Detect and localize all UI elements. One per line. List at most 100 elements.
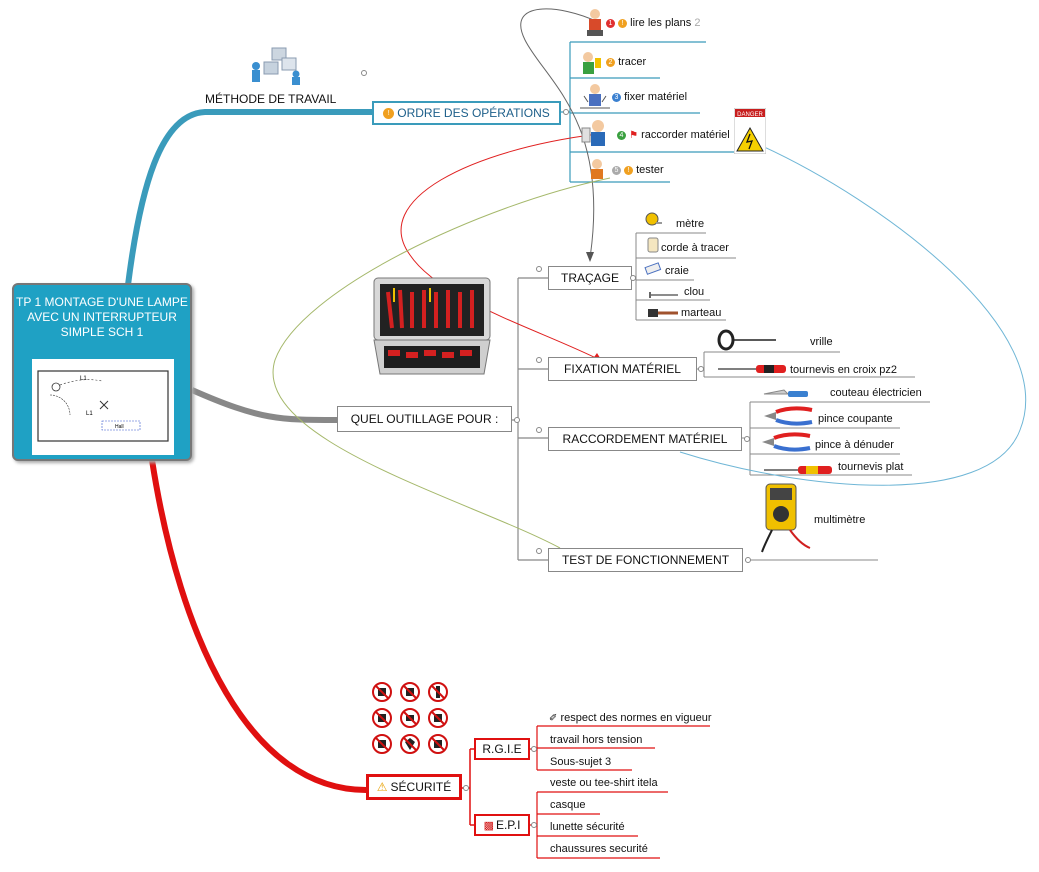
collapse-toggle-epi[interactable]	[531, 822, 537, 828]
rgie-item-hors-tension[interactable]: travail hors tension	[550, 734, 643, 746]
worker-testing-icon	[582, 157, 612, 181]
priority-icon: !	[624, 165, 634, 175]
number-2-icon: 2	[606, 57, 615, 67]
tool-marteau[interactable]: marteau	[681, 307, 722, 319]
collapse-toggle-ordre[interactable]	[563, 109, 569, 115]
fixation-node[interactable]: FIXATION MATÉRIEL	[548, 357, 697, 381]
plan-label-l1-left: L1	[86, 411, 93, 417]
step-suffix: 2	[694, 17, 701, 29]
pen-icon: ✐	[549, 713, 558, 724]
tool-vrille[interactable]: vrille	[810, 336, 833, 348]
tool-metre[interactable]: mètre	[676, 218, 705, 230]
nail-icon	[648, 286, 680, 298]
chalk-line-icon	[646, 236, 660, 254]
epi-item-casque[interactable]: casque	[550, 799, 586, 811]
floor-plan-drawing: L1 L1 Hall	[37, 370, 169, 442]
worker-reading-plans-icon	[584, 8, 606, 38]
rgie-item-label: respect des normes en vigueur	[560, 712, 712, 724]
tool-tournevis-croix[interactable]: tournevis en croix pz2	[790, 364, 897, 376]
tool-clou[interactable]: clou	[684, 286, 705, 298]
priority-icon: !	[383, 107, 395, 119]
securite-node[interactable]: ⚠ SÉCURITÉ	[366, 774, 462, 800]
collapse-toggle-methode[interactable]	[361, 70, 367, 76]
flat-screwdriver-icon	[762, 462, 834, 474]
wire-cutter-icon	[762, 406, 814, 426]
collapse-toggle-raccordement[interactable]	[744, 436, 750, 442]
tape-measure-icon	[644, 211, 662, 227]
red-flag-icon: ⚑	[629, 130, 639, 141]
plan-label-l1-top: L1	[80, 376, 87, 382]
tool-multimetre[interactable]: multimètre	[814, 514, 866, 526]
teamwork-puzzle-icon	[246, 44, 304, 86]
collapse-toggle-tracage[interactable]	[630, 275, 636, 281]
number-1-icon: 1	[606, 18, 615, 28]
number-3-icon: 3	[612, 92, 621, 102]
tool-tournevis-plat[interactable]: tournevis plat	[838, 461, 904, 473]
epi-node[interactable]: ▩ E.P.I	[474, 814, 530, 836]
tracage-node[interactable]: TRAÇAGE	[548, 266, 632, 290]
tool-couteau[interactable]: couteau électricien	[830, 387, 922, 399]
danger-sign-label: DANGER	[737, 112, 763, 118]
collapse-toggle-fixation[interactable]	[698, 366, 704, 372]
electrician-knife-icon	[762, 386, 810, 398]
collapse-toggle-rgie[interactable]	[531, 746, 537, 752]
collapse-toggle-tracage-left[interactable]	[536, 266, 542, 272]
ordre-operations-node[interactable]: ! ORDRE DES OPÉRATIONS	[372, 101, 561, 125]
step-tester[interactable]: 5 ! tester	[612, 163, 664, 177]
worker-wiring-icon	[580, 118, 616, 150]
securite-label: SÉCURITÉ	[390, 780, 452, 794]
ordre-operations-label: ORDRE DES OPÉRATIONS	[397, 106, 550, 120]
multimeter-icon	[760, 482, 812, 554]
raccordement-label: RACCORDEMENT MATÉRIEL	[562, 432, 728, 446]
outillage-node[interactable]: QUEL OUTILLAGE POUR :	[337, 406, 512, 432]
outillage-label: QUEL OUTILLAGE POUR :	[350, 412, 499, 426]
step-tracer[interactable]: 2 tracer	[606, 55, 646, 69]
test-label: TEST DE FONCTIONNEMENT	[561, 553, 730, 567]
floor-plan-image: L1 L1 Hall	[32, 359, 174, 455]
step-label: tracer	[618, 56, 647, 68]
tracage-label: TRAÇAGE	[560, 271, 619, 285]
safety-pictograms-grid	[370, 680, 452, 758]
test-node[interactable]: TEST DE FONCTIONNEMENT	[548, 548, 743, 572]
number-5-icon: 5	[612, 165, 621, 175]
tool-pince-coupante[interactable]: pince coupante	[818, 413, 893, 425]
step-lire-plans[interactable]: 1 ! lire les plans 2	[606, 16, 700, 30]
collapse-toggle-fixation-left[interactable]	[536, 357, 542, 363]
methode-label[interactable]: MÉTHODE DE TRAVAIL	[205, 92, 337, 106]
hammer-icon	[646, 306, 680, 318]
step-fixer[interactable]: 3 fixer matériel	[612, 90, 687, 104]
epi-icon: ▩	[483, 819, 494, 832]
worker-measuring-icon	[580, 50, 604, 76]
epi-item-lunette[interactable]: lunette sécurité	[550, 821, 625, 833]
gimlet-icon	[716, 328, 778, 352]
rgie-item-normes[interactable]: ✐ respect des normes en vigueur	[549, 711, 711, 726]
wire-stripper-icon	[760, 432, 812, 452]
tool-pince-denuder[interactable]: pince à dénuder	[815, 439, 894, 451]
priority-icon: !	[618, 18, 628, 28]
tool-corde[interactable]: corde à tracer	[661, 242, 729, 254]
tool-craie[interactable]: craie	[665, 265, 689, 277]
epi-item-veste[interactable]: veste ou tee-shirt itela	[550, 777, 658, 789]
step-label: fixer matériel	[624, 91, 688, 103]
danger-sign-icon: DANGER	[733, 107, 767, 155]
epi-item-chaussures[interactable]: chaussures securité	[550, 843, 648, 855]
warning-icon: ⚠	[376, 780, 388, 794]
central-topic[interactable]: TP 1 MONTAGE D'UNE LAMPE AVEC UN INTERRU…	[12, 283, 192, 461]
step-label: lire les plans	[630, 17, 692, 29]
collapse-toggle-test-left[interactable]	[536, 548, 542, 554]
rgie-label: R.G.I.E	[482, 742, 522, 756]
fixation-label: FIXATION MATÉRIEL	[564, 362, 681, 376]
collapse-toggle-outillage[interactable]	[514, 417, 520, 423]
plan-label-hall: Hall	[115, 424, 124, 430]
chalk-icon	[644, 262, 664, 276]
step-label: raccorder matériel	[641, 129, 730, 141]
collapse-toggle-test[interactable]	[745, 557, 751, 563]
rgie-node[interactable]: R.G.I.E	[474, 738, 530, 760]
worker-fixing-icon	[578, 82, 612, 110]
central-title: TP 1 MONTAGE D'UNE LAMPE AVEC UN INTERRU…	[16, 295, 188, 339]
step-raccorder[interactable]: 4 ⚑ raccorder matériel	[617, 128, 730, 143]
raccordement-node[interactable]: RACCORDEMENT MATÉRIEL	[548, 427, 742, 451]
collapse-toggle-securite[interactable]	[463, 785, 469, 791]
collapse-toggle-raccordement-left[interactable]	[536, 427, 542, 433]
rgie-item-sous-sujet[interactable]: Sous-sujet 3	[550, 756, 612, 768]
